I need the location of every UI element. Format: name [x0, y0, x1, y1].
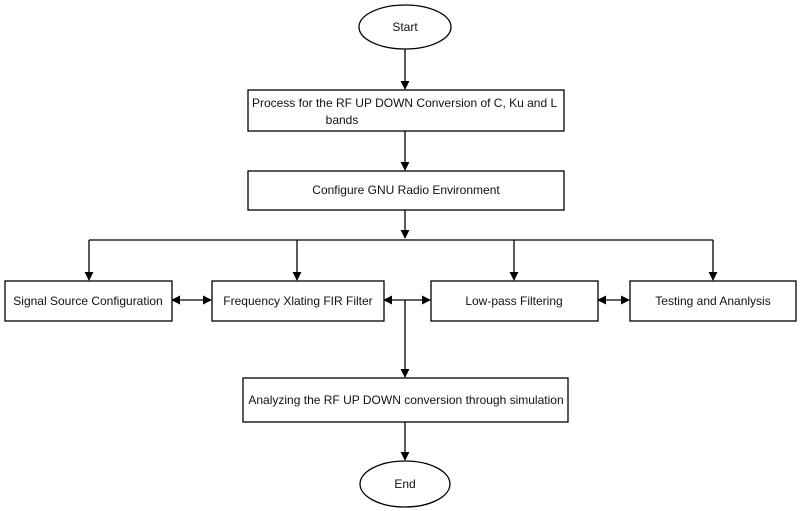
process-rf-node: Process for the RF UP DOWN Conversion of… — [247, 89, 565, 132]
signal-source-node: Signal Source Configuration — [4, 280, 173, 322]
freq-xlating-label: Frequency Xlating FIR Filter — [223, 294, 372, 308]
end-label: End — [394, 477, 415, 491]
lowpass-node: Low-pass Filtering — [430, 280, 599, 322]
testing-label: Testing and Ananlysis — [655, 294, 770, 308]
lowpass-label: Low-pass Filtering — [465, 294, 562, 308]
process-rf-label: Process for the RF UP DOWN Conversion of… — [252, 96, 560, 127]
configure-gnu-node: Configure GNU Radio Environment — [247, 170, 565, 211]
configure-gnu-label: Configure GNU Radio Environment — [312, 183, 500, 197]
connectors — [84, 49, 718, 461]
freq-xlating-node: Frequency Xlating FIR Filter — [211, 280, 385, 322]
analyzing-label: Analyzing the RF UP DOWN conversion thro… — [248, 393, 563, 407]
testing-node: Testing and Ananlysis — [629, 280, 797, 322]
process-rf-label-line-2: bands — [326, 113, 359, 127]
analyzing-node: Analyzing the RF UP DOWN conversion thro… — [242, 377, 569, 423]
process-rf-label-line-1: Process for the RF UP DOWN Conversion of… — [252, 96, 558, 110]
start-node: Start — [358, 4, 452, 50]
start-label: Start — [392, 20, 418, 34]
end-node: End — [359, 460, 451, 508]
signal-source-label: Signal Source Configuration — [13, 294, 162, 308]
